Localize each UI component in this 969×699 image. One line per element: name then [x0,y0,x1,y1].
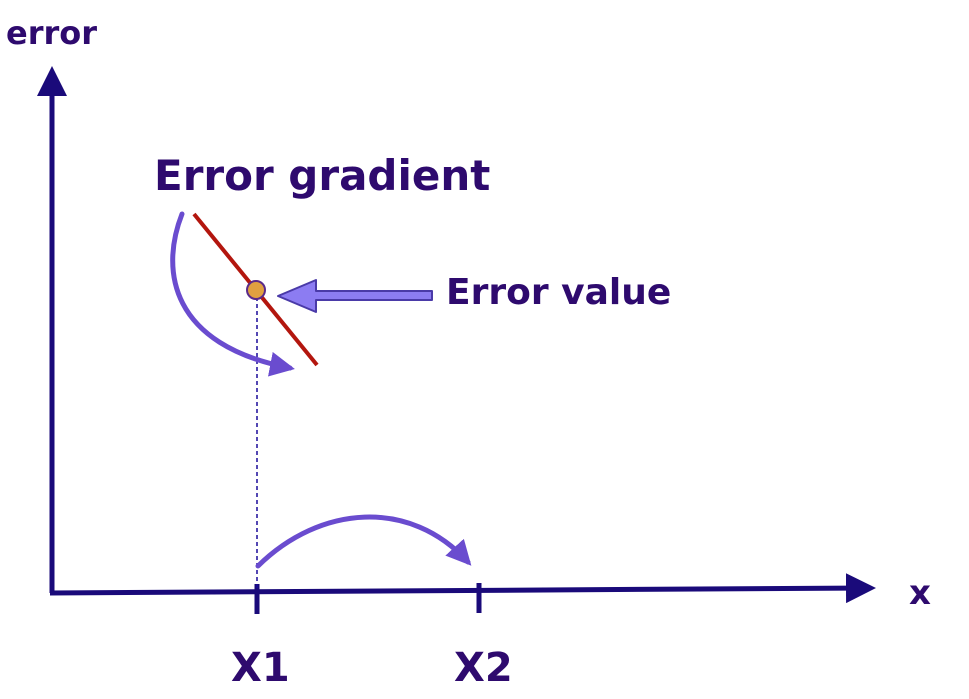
error-value-label: Error value [446,272,671,313]
gradient-label: Error gradient [154,151,490,200]
x1-label: X1 [231,645,290,691]
x-axis-label: x [909,573,931,613]
x2-label: X2 [454,645,513,691]
y-axis-label: error [6,14,97,52]
step-curved-arrow [255,514,472,569]
x-axis [49,573,876,604]
error-value-pointer-arrow [277,279,433,313]
gradient-curved-arrow [170,211,295,377]
error-point [246,280,266,300]
